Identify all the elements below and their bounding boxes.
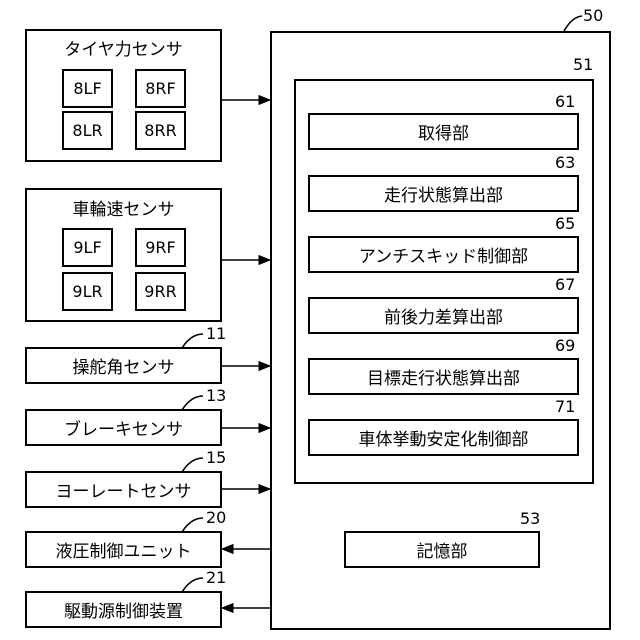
sensor-cell: 8LF: [62, 69, 113, 108]
drive-source-controller: 駆動源制御装置: [25, 591, 222, 628]
leader-50: [564, 16, 582, 31]
brake-sensor: ブレーキセンサ: [25, 409, 222, 446]
leader-21: [182, 578, 203, 592]
body-stabilization-unit: 車体挙動安定化制御部: [308, 419, 579, 456]
memory-unit: 記憶部: [344, 531, 540, 568]
ref-51: 51: [573, 55, 593, 74]
ref-13: 13: [206, 386, 226, 405]
target-driving-state-unit: 目標走行状態算出部: [308, 358, 579, 395]
ref-61: 61: [555, 92, 575, 111]
sensor-cell: 8LR: [62, 111, 113, 150]
ref-53: 53: [520, 509, 540, 528]
acquisition-unit: 取得部: [308, 113, 579, 150]
ref-20: 20: [206, 508, 226, 527]
ref-21: 21: [206, 568, 226, 587]
ref-67: 67: [555, 275, 575, 294]
anti-skid-control-unit: アンチスキッド制御部: [308, 236, 579, 273]
tire-force-sensor-group: タイヤ力センサ 8LF 8RF 8LR 8RR: [25, 29, 222, 162]
leader-20: [182, 518, 203, 532]
ref-15: 15: [206, 448, 226, 467]
wheel-speed-sensor-group: 車輪速センサ 9LF 9RF 9LR 9RR: [25, 188, 222, 322]
yaw-rate-sensor: ヨーレートセンサ: [25, 471, 222, 508]
sensor-cell: 9LR: [62, 272, 113, 311]
driving-state-calc-unit: 走行状態算出部: [308, 175, 579, 212]
ref-71: 71: [555, 397, 575, 416]
sensor-cell: 9RR: [135, 272, 186, 311]
ref-69: 69: [555, 336, 575, 355]
ref-50: 50: [583, 6, 603, 25]
sensor-cell: 9RF: [135, 228, 186, 267]
ref-11: 11: [206, 324, 226, 343]
sensor-cell: 8RF: [135, 69, 186, 108]
wheel-speed-sensor-title: 車輪速センサ: [27, 195, 220, 220]
steering-angle-sensor: 操舵角センサ: [25, 347, 222, 384]
tire-force-sensor-title: タイヤ力センサ: [27, 35, 220, 60]
ref-65: 65: [555, 214, 575, 233]
leader-13: [182, 396, 203, 410]
sensor-cell: 9LF: [62, 228, 113, 267]
hydraulic-control-unit: 液圧制御ユニット: [25, 531, 222, 568]
leader-15: [182, 458, 203, 472]
ref-63: 63: [555, 153, 575, 172]
fore-aft-force-diff-unit: 前後力差算出部: [308, 297, 579, 334]
sensor-cell: 8RR: [135, 111, 186, 150]
leader-11: [182, 334, 203, 348]
